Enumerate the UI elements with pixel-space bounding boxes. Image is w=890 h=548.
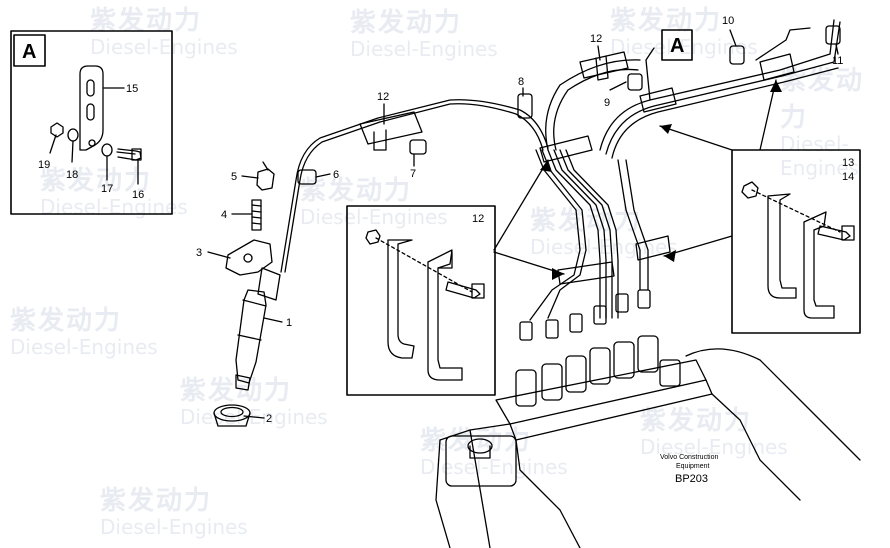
injector-1 — [235, 267, 281, 391]
pipe-clamp-right — [759, 53, 795, 81]
fitting-7 — [409, 139, 427, 155]
detail-12-frame — [346, 205, 496, 396]
detail-13-14-bracket — [767, 193, 835, 319]
detail-12-label: 12 — [472, 213, 484, 225]
callout-2: 2 — [266, 413, 272, 425]
detail-a-label-box — [13, 34, 46, 67]
pipe-bundle-center — [529, 59, 641, 321]
detail-14-label: 14 — [842, 171, 854, 183]
clamp-3 — [225, 239, 273, 276]
fitting-10 — [729, 45, 745, 65]
delivery-valves — [515, 335, 681, 407]
detail-a-frame — [10, 30, 173, 215]
caption-line2: Equipment — [676, 463, 710, 470]
pipe-clamp-12-left — [359, 111, 423, 151]
callout-12-left: 12 — [377, 91, 389, 103]
callout-5: 5 — [231, 171, 237, 183]
fitting-9 — [627, 73, 643, 91]
washer-18 — [67, 128, 79, 142]
detail-pointers — [493, 79, 777, 275]
pipe-clamp-a — [639, 87, 677, 113]
callout-6: 6 — [333, 169, 339, 181]
caption-line1: Volvo Construction — [660, 454, 718, 461]
pipe-ends — [519, 289, 651, 341]
leader-lines — [207, 29, 839, 419]
callout-12-top: 12 — [590, 33, 602, 45]
callout-18: 18 — [66, 169, 78, 181]
detail-12-bracket — [387, 239, 463, 381]
stud-4 — [251, 199, 262, 231]
pipe-clamp-lower — [557, 261, 615, 285]
detail-12-screw — [445, 281, 485, 299]
callout-3: 3 — [196, 247, 202, 259]
detail-13-label: 13 — [842, 157, 854, 169]
pipe-clamp-12-top — [579, 51, 629, 81]
pipe-clamp-upper — [539, 135, 593, 163]
callout-1: 1 — [286, 317, 292, 329]
detail-13-14-frame — [731, 149, 861, 334]
callout-4: 4 — [221, 209, 227, 221]
detail-13-14-nut — [741, 181, 759, 199]
callout-10: 10 — [722, 15, 734, 27]
main-a-label-box — [661, 29, 693, 61]
callout-8: 8 — [518, 76, 524, 88]
nut-5 — [256, 161, 275, 191]
callout-16: 16 — [132, 189, 144, 201]
washer-17 — [101, 143, 113, 157]
callout-11: 11 — [832, 55, 843, 67]
detail-12-nut — [365, 229, 381, 245]
screw-16 — [116, 148, 142, 161]
detail-a-label: A — [22, 41, 36, 63]
bracket-15 — [79, 65, 104, 151]
drawing-code: BP203 — [675, 473, 708, 485]
pipe-run-right — [599, 19, 841, 291]
injection-pump — [435, 348, 861, 548]
callout-7: 7 — [410, 168, 416, 180]
fitting-8 — [517, 93, 533, 119]
main-a-label: A — [670, 35, 684, 57]
pipe-injector — [280, 99, 549, 273]
fitting-11 — [825, 25, 841, 45]
callout-15: 15 — [126, 83, 138, 95]
nut-19 — [50, 122, 64, 138]
callout-19: 19 — [38, 159, 50, 171]
seal-ring-2 — [213, 404, 251, 427]
detail-13-14-screw — [817, 225, 855, 241]
callout-9: 9 — [604, 97, 610, 109]
pipe-clamp-13 — [635, 235, 671, 261]
callout-17: 17 — [101, 183, 113, 195]
